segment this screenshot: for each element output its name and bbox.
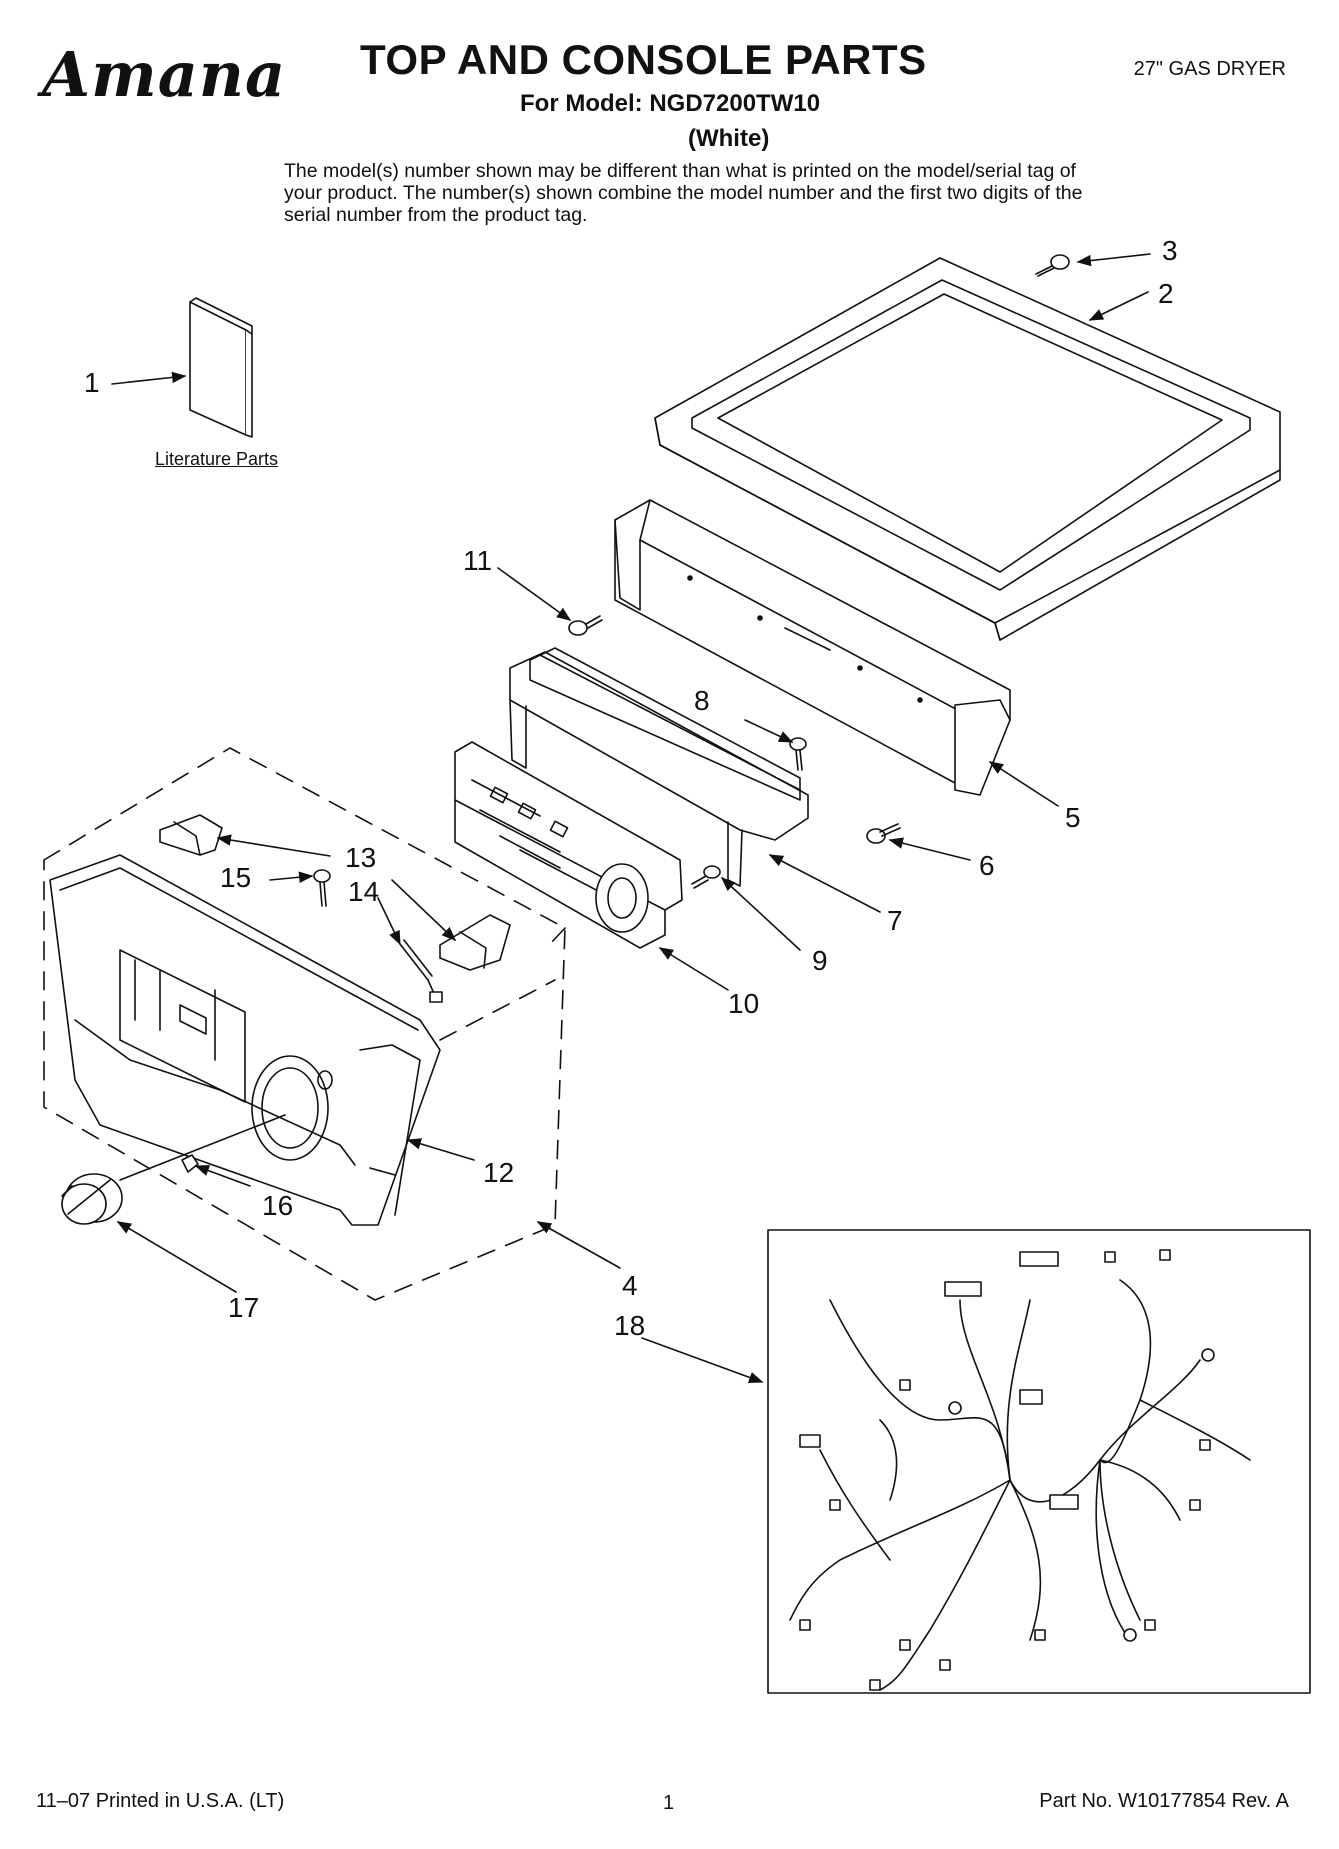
small-clip: [182, 1155, 198, 1172]
console-panel: [50, 855, 440, 1225]
print-date: 11–07 Printed in U.S.A. (LT): [36, 1790, 285, 1812]
callout-9: 9: [812, 945, 828, 976]
disclaimer-text: The model(s) number shown may be differe…: [284, 160, 1083, 226]
callout-5: 5: [1065, 802, 1081, 833]
page-title: TOP AND CONSOLE PARTS: [360, 36, 927, 83]
callout-13: 13: [345, 842, 377, 873]
explosion-line: [120, 1115, 285, 1180]
callout-2: 2: [1158, 278, 1174, 309]
control-board: [455, 742, 682, 948]
part-number: Part No. W10177854 Rev. A: [1039, 1790, 1289, 1812]
wire-harness: [768, 1230, 1310, 1693]
callout-17: 17: [228, 1292, 260, 1323]
screw-3: [1036, 255, 1069, 276]
latch-clip: [160, 815, 222, 855]
model-number: For Model: NGD7200TW10: [520, 90, 821, 117]
screw-11: [569, 616, 602, 635]
leader-arrows: [112, 254, 1150, 1383]
literature-booklet: [190, 298, 252, 437]
callout-4: 4: [622, 1270, 638, 1301]
screw-6: [867, 824, 900, 843]
page-number: 1: [663, 1792, 675, 1814]
model-color: (White): [688, 125, 770, 152]
brand-logo: Amana: [42, 38, 287, 111]
console-assembly-boundary: [44, 748, 565, 1300]
top-panel: [655, 258, 1280, 640]
product-type: 27" GAS DRYER: [1133, 58, 1286, 80]
callout-7: 7: [887, 905, 903, 936]
callout-18: 18: [614, 1310, 646, 1341]
explosion-line: [440, 928, 565, 1040]
callout-6: 6: [979, 850, 995, 881]
callout-16: 16: [262, 1190, 294, 1221]
callout-1: 1: [84, 367, 100, 398]
callout-15: 15: [220, 862, 252, 893]
callout-14: 14: [348, 876, 380, 907]
callout-12: 12: [483, 1157, 515, 1188]
screw-8: [790, 738, 806, 770]
callout-11: 11: [463, 545, 493, 576]
latch-clip: [440, 915, 510, 970]
callout-3: 3: [1162, 235, 1178, 266]
callout-10: 10: [728, 988, 760, 1019]
console-frame: [510, 648, 808, 886]
wire-lead: [400, 940, 442, 1002]
knob: [62, 1174, 122, 1224]
callout-8: 8: [694, 685, 710, 716]
screw-15: [314, 870, 330, 906]
literature-parts-label: Literature Parts: [155, 449, 279, 469]
screw-9: [692, 866, 720, 888]
console-bracket: [615, 500, 1010, 795]
